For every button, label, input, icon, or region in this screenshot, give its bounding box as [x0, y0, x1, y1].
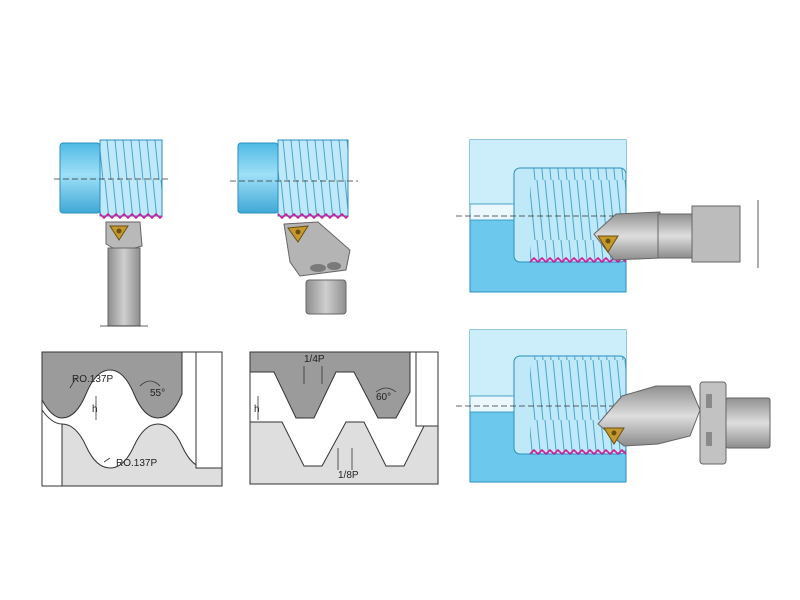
workpiece-chuck [237, 142, 279, 214]
coupling-shank [305, 279, 347, 315]
angle-label: 60° [376, 392, 391, 403]
bore-relief [469, 395, 521, 413]
threading-insert [597, 235, 619, 253]
bore-relief [469, 203, 521, 221]
threading-insert [603, 427, 625, 445]
tool-shank [107, 247, 141, 327]
coupling-flange [699, 381, 727, 465]
radius-label-top: RO.137P [72, 374, 113, 385]
whitworth-thread-profile: RO.137P 55° h RO.137P [41, 351, 223, 487]
internal-thread-form [249, 351, 411, 419]
thread-profile-edge [99, 212, 163, 220]
external-threading-straight-holder [54, 139, 170, 327]
height-label: h [254, 404, 260, 415]
thread-profile-edge [529, 256, 627, 264]
holder-clamp [691, 205, 741, 263]
external-thread-form [61, 423, 223, 487]
thread-profile-edge [277, 212, 349, 220]
boring-bar-shank [657, 213, 693, 259]
workpiece-chuck [59, 142, 101, 214]
height-label: h [92, 404, 98, 415]
coupling-shank [725, 397, 771, 449]
iso-metric-thread-profile: 1/4P 60° h 1/8P [249, 351, 439, 485]
internal-threading-boring-bar [456, 139, 759, 293]
angle-label: 55° [150, 388, 165, 399]
external-threading-modular-holder [230, 139, 358, 315]
internal-threading-modular-bar [456, 329, 771, 483]
root-width-label: 1/8P [338, 470, 359, 481]
crest-width-label: 1/4P [304, 354, 325, 365]
radius-label-bottom: RO.137P [116, 458, 157, 469]
thread-profile-edge [529, 448, 627, 456]
internal-thread-form [41, 351, 183, 419]
